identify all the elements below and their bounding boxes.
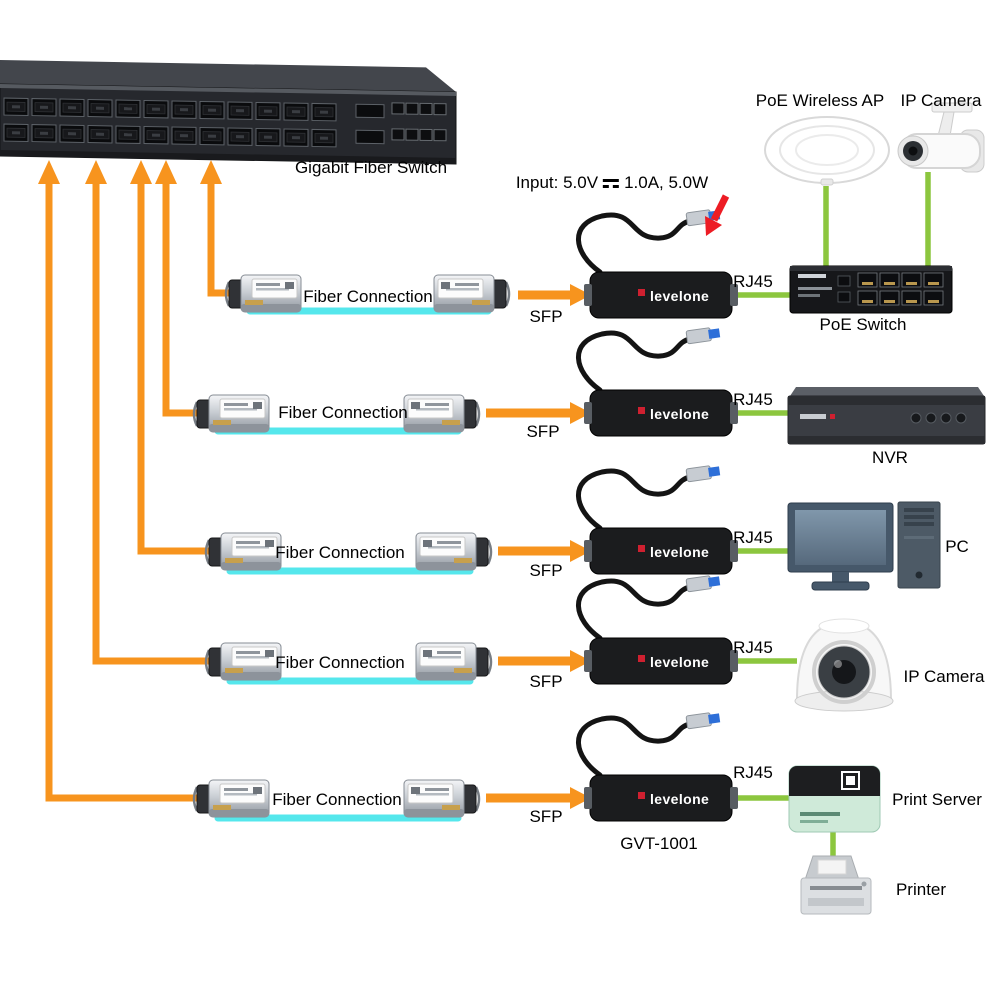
sfp-module	[204, 531, 283, 572]
poe-switch	[789, 265, 953, 314]
uplink-arrowheads	[38, 160, 222, 184]
converter-brand: levelone	[650, 791, 709, 807]
sfp-label: SFP	[526, 422, 560, 441]
fiber-connection-label: Fiber Connection	[303, 287, 433, 306]
media-converter: levelone	[578, 464, 738, 575]
rj45-label: RJ45	[733, 272, 773, 291]
red-input-arrow	[705, 194, 730, 236]
fiber-switch	[0, 60, 457, 165]
switch-label: Gigabit Fiber Switch	[294, 158, 448, 177]
dome-camera	[794, 618, 894, 712]
sfp-label: SFP	[529, 807, 563, 826]
usb-cable	[578, 464, 720, 528]
model-label: GVT-1001	[620, 834, 698, 853]
power-input-label: Input: 5.0V 1.0A, 5.0W	[516, 173, 708, 193]
print-server-label: Print Server	[892, 790, 982, 809]
converter-brand: levelone	[650, 654, 709, 670]
media-converter: levelone	[578, 574, 738, 685]
usb-cable	[578, 711, 720, 775]
printer	[800, 855, 872, 915]
sfp-module	[402, 778, 481, 819]
wireless-ap	[764, 116, 890, 186]
sfp-label: SFP	[529, 672, 563, 691]
pc-label: PC	[945, 537, 969, 556]
ip-camera-top-label: IP Camera	[900, 91, 982, 110]
ip-camera-label: IP Camera	[903, 667, 985, 686]
sfp-module	[414, 641, 493, 682]
rj45-label: RJ45	[733, 638, 773, 657]
usb-cable	[578, 208, 720, 272]
power-input-prefix: Input: 5.0V	[515, 173, 599, 192]
sfp-module	[224, 273, 303, 314]
printer-label: Printer	[895, 880, 947, 899]
sfp-module	[402, 393, 481, 434]
sfp-module	[432, 273, 511, 314]
fiber-connection-label: Fiber Connection	[278, 403, 408, 422]
rj45-label: RJ45	[733, 528, 773, 547]
rj45-label: RJ45	[733, 390, 773, 409]
fiber-connection-label: Fiber Connection	[275, 543, 405, 562]
sfp-module	[204, 641, 283, 682]
media-converter: levelone	[578, 326, 738, 437]
dc-symbol-icon	[603, 178, 620, 189]
sfp-label: SFP	[529, 561, 563, 580]
switch-uplink-ports	[355, 102, 447, 145]
uplink-lines	[45, 180, 232, 802]
media-converter: levelone	[578, 711, 738, 822]
usb-cable	[578, 574, 720, 638]
poe-switch-ports	[857, 272, 944, 306]
converter-brand: levelone	[650, 406, 709, 422]
fiber-connection-label: Fiber Connection	[272, 790, 402, 809]
print-server	[788, 765, 881, 833]
sfp-module	[192, 393, 271, 434]
power-input-suffix: 1.0A, 5.0W	[624, 173, 709, 192]
nvr	[787, 387, 986, 445]
converter-brand: levelone	[650, 544, 709, 560]
sfp-label: SFP	[529, 307, 563, 326]
poe-switch-label: PoE Switch	[819, 315, 907, 334]
fiber-connection-label: Fiber Connection	[275, 653, 405, 672]
wireless-ap-label: PoE Wireless AP	[755, 91, 885, 110]
converter-brand: levelone	[650, 288, 709, 304]
sfp-module	[192, 778, 271, 819]
bullet-camera	[897, 102, 985, 173]
rj45-label: RJ45	[733, 763, 773, 782]
usb-cable	[578, 326, 720, 390]
nvr-label: NVR	[872, 448, 908, 467]
pc	[787, 501, 941, 591]
media-converter: levelone	[578, 208, 738, 319]
sfp-arrows	[486, 284, 591, 809]
sfp-module	[414, 531, 493, 572]
